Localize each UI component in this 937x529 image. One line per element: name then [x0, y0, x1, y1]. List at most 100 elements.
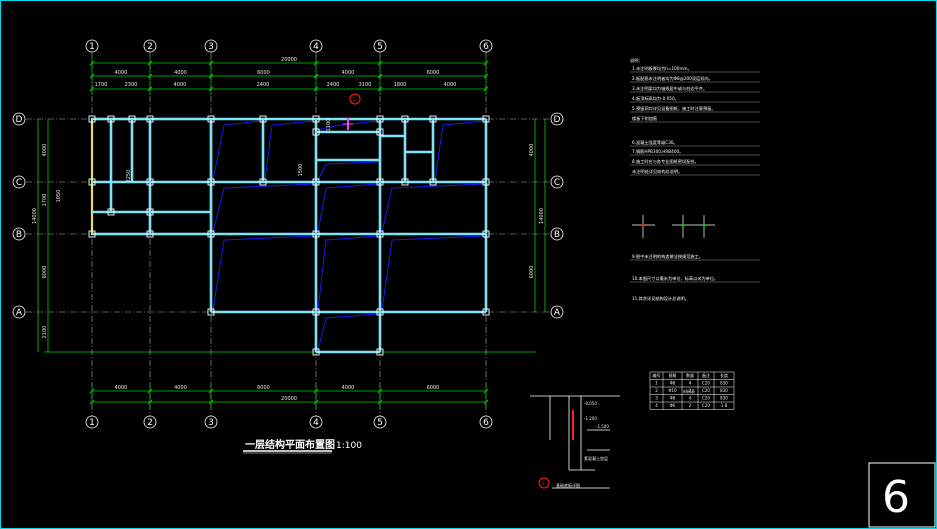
- dim-right: 6000: [529, 266, 535, 279]
- grid-label-row: B: [16, 230, 22, 240]
- dimension-lines: [37, 62, 546, 403]
- text-layer: 一层结构平面布置图 1:100 6 基础底板详图 1 1 说明： 材料表 -0.…: [245, 57, 910, 523]
- dim-bottom-span: 6000: [257, 385, 270, 391]
- column: [107, 208, 115, 216]
- dim-top-sub: 3100: [359, 82, 372, 88]
- table-cell: Φ8: [670, 381, 676, 386]
- table-cell: Φ8: [670, 396, 676, 401]
- slab-lines: [212, 120, 485, 351]
- grid-label-col: 4: [313, 42, 319, 52]
- dim-top-span: 4000: [174, 70, 187, 76]
- notes-sketches: [632, 215, 715, 238]
- table-cell: C20: [702, 396, 710, 401]
- grid-label-row: D: [16, 115, 23, 125]
- table-cell: 830: [720, 388, 728, 393]
- grid-bubble: [85, 415, 99, 429]
- dim-right: 4000: [529, 144, 535, 157]
- dim-right-total: 14000: [539, 208, 545, 224]
- table-cell: 2: [689, 388, 692, 393]
- grid-label-col: 2: [147, 42, 153, 52]
- table-cell: C20: [702, 388, 710, 393]
- table-cell: Φ10: [668, 388, 677, 393]
- table-cell: C20: [702, 403, 710, 408]
- column: [259, 178, 267, 186]
- grid-label-col: 6: [483, 418, 489, 428]
- table-cell: 830: [720, 381, 728, 386]
- grid-label-col: 3: [208, 418, 214, 428]
- column: [207, 230, 215, 238]
- column: [376, 348, 384, 356]
- column: [107, 115, 115, 123]
- column: [376, 308, 384, 316]
- dim-top-total: 20000: [281, 57, 297, 63]
- dim-top-span: 6000: [427, 70, 440, 76]
- column: [312, 115, 320, 123]
- table-header: 长度: [720, 372, 728, 378]
- column: [482, 230, 490, 238]
- dim-left: 6000: [42, 266, 48, 279]
- grid-bubble: [85, 39, 99, 53]
- detail-title: 基础底板详图: [556, 482, 580, 488]
- grid-bubble: [12, 227, 26, 241]
- dim-bottom-span: 4000: [115, 385, 128, 391]
- column: [312, 348, 320, 356]
- note-line: 5.预留洞口详见设备图纸，施工时注意预留。: [632, 105, 716, 112]
- note-line: 未注明处详见结构总说明。: [632, 168, 682, 175]
- beams: [92, 117, 488, 354]
- table-cell: 2: [689, 403, 692, 408]
- note-line: 4.板顶标高均为-0.050。: [632, 95, 679, 102]
- column: [312, 308, 320, 316]
- section-label-4: 素混凝土垫层: [584, 455, 608, 461]
- note-line: 楼板下附加筋: [632, 115, 657, 122]
- grid-label-col: 5: [377, 42, 383, 52]
- dim-top-span: 4000: [342, 70, 355, 76]
- detail-section: [530, 395, 620, 489]
- grid-label-row: C: [16, 178, 22, 188]
- dim-top-span: 6000: [257, 70, 270, 76]
- column: [128, 115, 136, 123]
- dim-left: 4000: [42, 144, 48, 157]
- table-header: 编号: [653, 372, 661, 378]
- drawing-title: 一层结构平面布置图: [245, 438, 335, 451]
- grid-bubble: [550, 112, 564, 126]
- grid-label-row: A: [16, 308, 23, 318]
- dim-inner: 1100: [326, 119, 332, 132]
- column: [482, 308, 490, 316]
- grid-label-col: 1: [89, 418, 95, 428]
- column: [207, 178, 215, 186]
- table-header: 数量: [686, 372, 694, 378]
- grid-label-row: B: [554, 230, 560, 240]
- column: [146, 115, 154, 123]
- section-marker: [343, 93, 361, 130]
- table-cell: 4: [655, 403, 658, 408]
- dim-left-total: 14000: [32, 208, 38, 224]
- grid-bubble: [309, 39, 323, 53]
- column: [312, 178, 320, 186]
- dim-bottom-span: 4000: [174, 385, 187, 391]
- table-cell: 1.8: [721, 403, 728, 408]
- dim-top-sub: 2400: [257, 82, 270, 88]
- note-line: 7.钢筋HPB300,HRB400。: [632, 148, 683, 155]
- dim-top-sub: 4000: [174, 82, 187, 88]
- columns: [88, 115, 490, 356]
- sheet-number: 6: [882, 472, 910, 523]
- column: [146, 178, 154, 186]
- grid-bubble: [550, 175, 564, 189]
- column: [376, 115, 384, 123]
- dim-top-sub: 2300: [125, 82, 138, 88]
- grid-bubble: [309, 415, 323, 429]
- grid-label-col: 4: [313, 418, 319, 428]
- note-line: 3.未注明梁均为轴线居中或与柱边平齐。: [632, 85, 707, 92]
- dim-inner: 1050: [56, 190, 62, 203]
- grid-bubble: [143, 39, 157, 53]
- column: [376, 230, 384, 238]
- table-header: 规格: [669, 372, 677, 378]
- grid-label-col: 2: [147, 418, 153, 428]
- column: [88, 115, 96, 123]
- column: [401, 115, 409, 123]
- grid-bubble: [550, 227, 564, 241]
- table-cell: 4: [689, 381, 692, 386]
- column: [482, 178, 490, 186]
